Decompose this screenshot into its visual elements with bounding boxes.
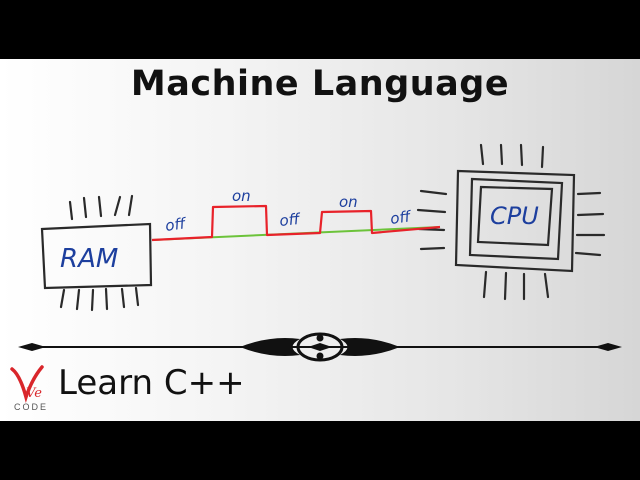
signal-label-off-2: off (279, 210, 303, 230)
ram-chip-body (40, 222, 153, 290)
ram-chip: RAM (40, 194, 153, 312)
cpu-chip-pins-left (416, 189, 448, 251)
signal-label-on-1: on (232, 187, 251, 205)
logo-v-mark (10, 365, 44, 404)
cpu-chip-pins-bottom (482, 270, 550, 301)
vecode-logo: Ve (10, 365, 44, 404)
signal-labels: off on off on off (164, 187, 413, 235)
logo-code-text: CODE (14, 402, 49, 412)
cpu-die-square (476, 185, 554, 247)
cpu-label: CPU (490, 202, 539, 230)
divider-flourish-left (240, 338, 300, 356)
signal-label-on-2: on (339, 193, 358, 211)
ornament-divider (18, 332, 622, 362)
cpu-chip-outer (454, 169, 576, 273)
divider-end-left (18, 343, 46, 351)
divider-center-dot-bottom (316, 352, 324, 360)
divider-center-loop (296, 332, 344, 362)
divider-flourish-right (340, 338, 400, 356)
cpu-chip-inner (468, 177, 564, 261)
machine-language-diagram: RAM CPU off on off on off (18, 143, 622, 362)
brand-row: Ve CODE Learn C++ (8, 363, 408, 419)
logo-letters: Ve (26, 386, 42, 401)
ram-chip-pins-bottom (59, 286, 140, 312)
divider-center-dot-top (316, 334, 324, 342)
ram-label: RAM (60, 244, 118, 274)
signal-label-off-1: off (164, 214, 188, 235)
page-title: Machine Language (130, 64, 510, 104)
ram-chip-pins-top (68, 194, 134, 221)
signal-label-off-3: off (389, 207, 413, 228)
divider-end-right (594, 343, 622, 351)
cpu-chip-pins-right (574, 191, 606, 257)
course-label: Learn C++ (58, 363, 245, 403)
cpu-chip-pins-top (479, 143, 545, 169)
thumbnail-frame: Machine Language RAM CPU off on off (0, 59, 640, 421)
divider-center-diamond (308, 343, 332, 351)
cpu-chip: CPU (416, 143, 606, 301)
signal-high-line (151, 204, 441, 242)
